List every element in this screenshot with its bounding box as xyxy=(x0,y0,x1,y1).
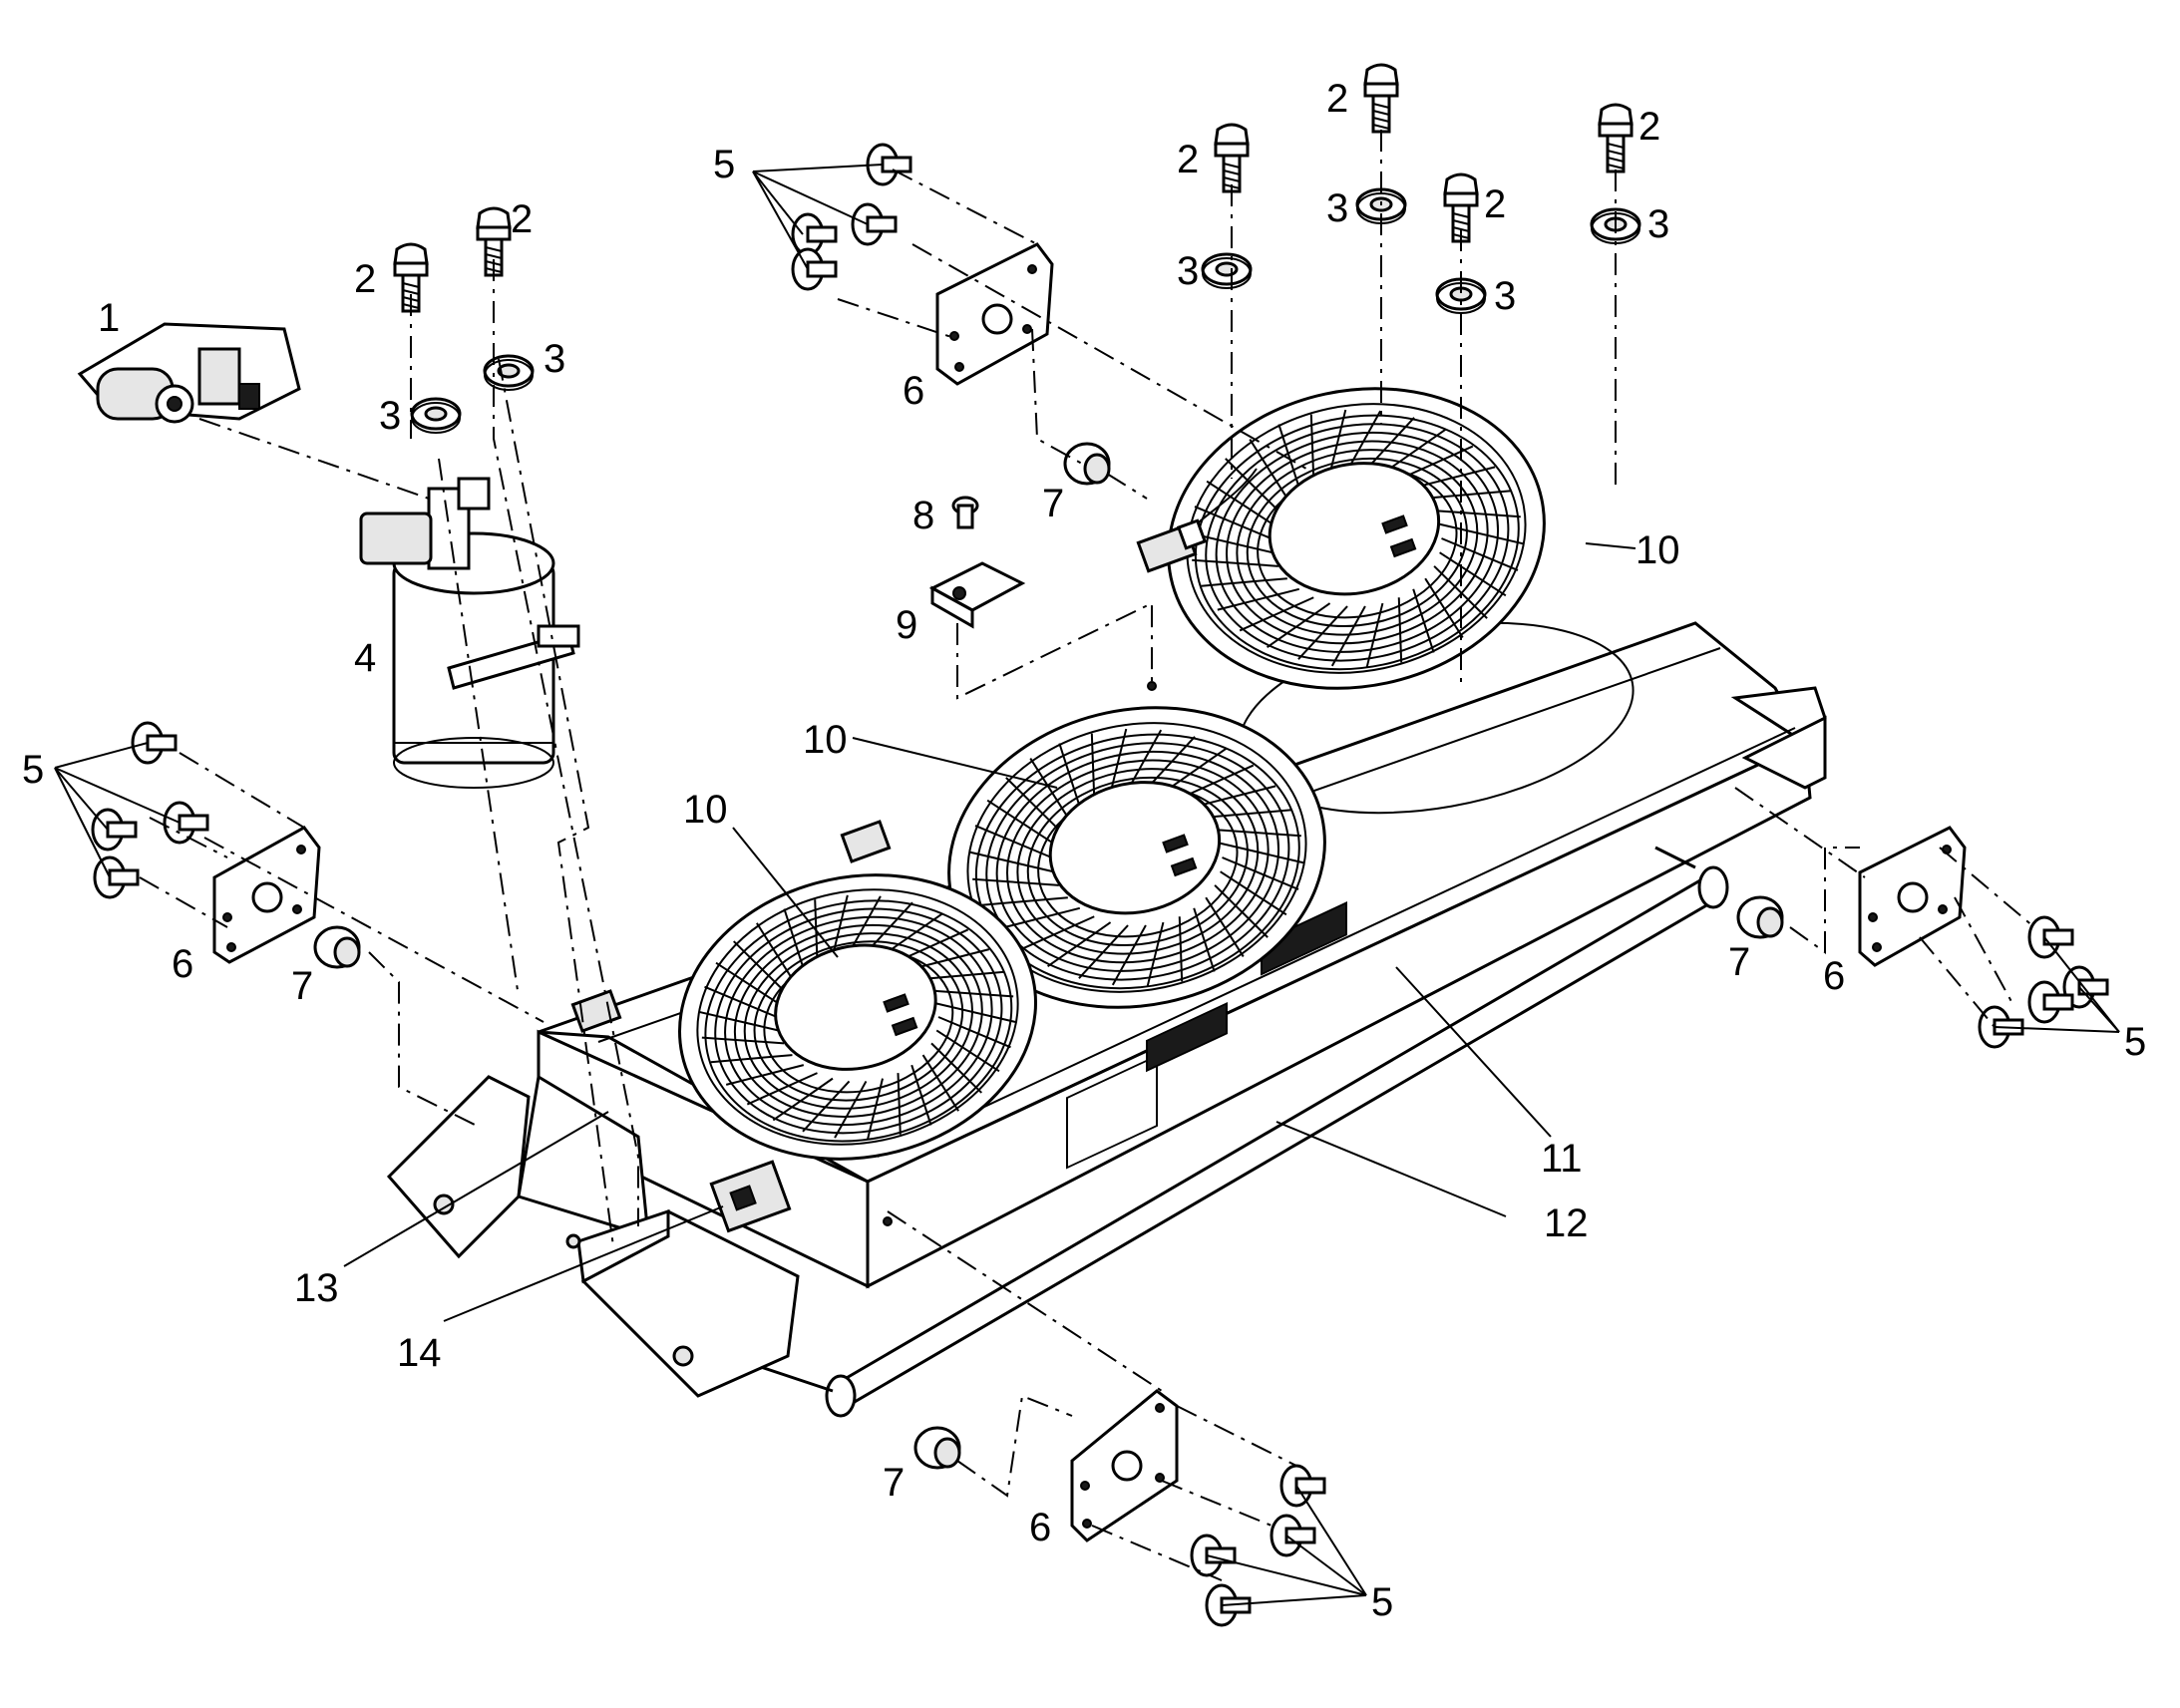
left-bracket-14 xyxy=(565,1208,800,1398)
callout-14: 14 xyxy=(397,1331,442,1375)
callout-10: 10 xyxy=(1635,528,1680,572)
callout-3: 3 xyxy=(1494,274,1516,318)
washer xyxy=(483,354,535,391)
callout-2: 2 xyxy=(354,257,376,301)
callout-10: 10 xyxy=(683,788,728,832)
callout-12: 12 xyxy=(1544,1201,1589,1245)
callout-3: 3 xyxy=(544,337,565,381)
callout-3: 3 xyxy=(1326,186,1348,230)
bolt xyxy=(1598,103,1634,173)
pressure-switch xyxy=(77,322,301,424)
fan-assemblies xyxy=(678,387,1546,1161)
callout-2: 2 xyxy=(1326,77,1348,121)
bolt xyxy=(1214,123,1250,193)
callout-2: 2 xyxy=(1177,138,1199,181)
callout-6: 6 xyxy=(1823,954,1845,998)
leader-lines xyxy=(54,164,2120,1606)
top-connector-left xyxy=(570,989,622,1033)
shoulder-bolt xyxy=(163,801,209,845)
mount-plate-left xyxy=(212,826,321,964)
callout-5: 5 xyxy=(2124,1020,2146,1064)
washer xyxy=(410,397,462,434)
shoulder-bolt xyxy=(791,212,838,256)
bushing-right xyxy=(1736,895,1784,939)
callout-7: 7 xyxy=(1042,482,1064,525)
callout-3: 3 xyxy=(379,394,401,438)
receiver-drier xyxy=(359,477,580,789)
callout-6: 6 xyxy=(903,369,924,413)
wire-clip xyxy=(928,561,1026,629)
callout-labels: 1 2 2 2 2 2 2 3 3 3 3 3 3 4 5 5 5 5 6 6 … xyxy=(22,77,2146,1624)
bolt xyxy=(1443,172,1479,243)
assembly-lines xyxy=(139,130,2035,1581)
callout-13: 13 xyxy=(294,1266,339,1310)
shoulder-bolt xyxy=(2027,980,2074,1024)
shoulder-bolt xyxy=(93,855,140,899)
callout-9: 9 xyxy=(896,603,917,647)
callout-11: 11 xyxy=(1541,1137,1583,1181)
clip-screw xyxy=(951,496,979,529)
mount-plate-bottom xyxy=(1070,1389,1179,1542)
callout-3: 3 xyxy=(1647,202,1669,246)
callout-6: 6 xyxy=(172,942,193,986)
callout-7: 7 xyxy=(291,964,313,1008)
callout-6: 6 xyxy=(1029,1506,1051,1549)
bolt xyxy=(393,242,429,313)
washer xyxy=(1201,252,1253,289)
fan-1 xyxy=(1167,387,1546,690)
callout-4: 4 xyxy=(354,636,376,680)
top-connector-mid xyxy=(840,820,892,863)
shoulder-bolt xyxy=(1279,1464,1326,1508)
shoulder-bolt xyxy=(1270,1514,1316,1557)
callout-7: 7 xyxy=(1728,940,1750,984)
callout-10: 10 xyxy=(803,718,848,762)
washer xyxy=(1435,277,1487,314)
shoulder-bolt xyxy=(131,721,178,765)
callout-2: 2 xyxy=(1638,105,1660,149)
bolt xyxy=(1363,63,1399,134)
callout-5: 5 xyxy=(1371,1580,1393,1624)
bushing-bottom xyxy=(913,1426,961,1470)
fan-harness-connector xyxy=(1136,468,1258,573)
callout-3: 3 xyxy=(1177,249,1199,293)
mount-plate-top xyxy=(935,242,1054,386)
shoulder-bolt xyxy=(91,808,138,852)
bolt xyxy=(476,206,512,277)
callout-5: 5 xyxy=(22,748,44,792)
callout-2: 2 xyxy=(1484,182,1506,226)
callout-8: 8 xyxy=(912,494,934,537)
callout-7: 7 xyxy=(883,1461,905,1505)
left-bracket-13 xyxy=(386,1074,650,1259)
bushing-top xyxy=(1063,442,1111,486)
callout-2: 2 xyxy=(511,197,533,241)
callout-5: 5 xyxy=(713,143,735,186)
shoulder-bolt xyxy=(851,202,898,246)
mount-plate-right xyxy=(1858,826,1967,967)
shoulder-bolt xyxy=(2027,915,2074,959)
bushing-left xyxy=(313,925,361,969)
fan-3 xyxy=(678,873,1037,1161)
fan-2 xyxy=(947,706,1326,1009)
callout-1: 1 xyxy=(98,296,120,340)
lower-tube xyxy=(757,846,1729,1418)
